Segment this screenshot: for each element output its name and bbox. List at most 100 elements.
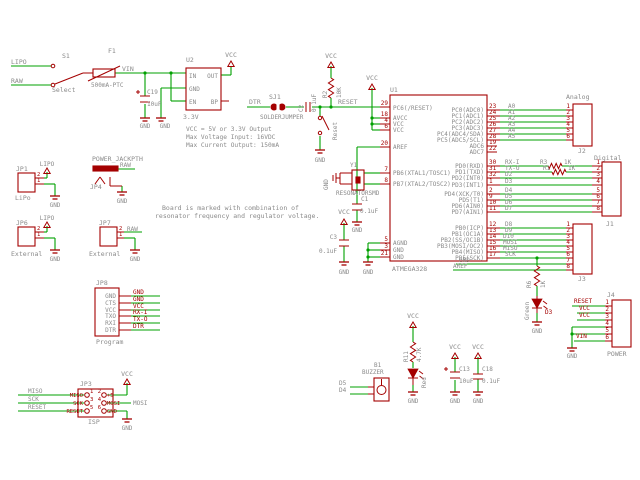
label-en: EN <box>189 99 197 106</box>
label-gnd: GND <box>50 202 61 209</box>
label-lipo: LIPO <box>40 161 55 168</box>
label-8: 8 <box>596 205 600 212</box>
led-arrow-icon <box>419 375 424 380</box>
junction-dot <box>318 105 322 109</box>
label-22: 22 <box>489 145 497 152</box>
label-sj1: SJ1 <box>269 93 281 101</box>
label-jp7: JP7 <box>99 219 111 227</box>
label-gnd: GND <box>50 256 61 263</box>
label-0.1uf: 0.1uF <box>319 248 337 255</box>
label-6: 6 <box>566 251 570 258</box>
label-pc6-reset-: PC6(/RESET) <box>393 105 433 112</box>
u2-regulator-body <box>185 67 222 111</box>
label-d8: D8 <box>505 221 513 228</box>
label-14: 14 <box>489 233 497 240</box>
label-pc0-adc0-: PC0(ADC0) <box>451 107 484 114</box>
sj1-gap <box>276 102 280 112</box>
u1-atmega328-body <box>389 94 488 262</box>
label-external: External <box>11 250 42 258</box>
label-select: Select <box>52 86 76 94</box>
label-raw: RAW <box>11 77 23 85</box>
label-3: 3 <box>566 115 570 122</box>
label-jp8: JP8 <box>96 279 108 287</box>
label-gnd: GND <box>393 247 404 254</box>
label-d2: D2 <box>505 171 513 178</box>
label-isp: ISP <box>88 418 100 426</box>
label-power: POWER <box>607 350 627 358</box>
label-sck: SCK <box>73 401 84 407</box>
isp-pin <box>101 400 107 406</box>
label-gnd: GND <box>130 256 141 263</box>
label-7: 7 <box>596 199 600 206</box>
resistor-zigzag <box>551 168 567 176</box>
label-raw: RAW <box>120 162 131 169</box>
label-d9: D9 <box>505 227 513 234</box>
label-rx-i: RX-I <box>505 159 520 166</box>
label-gnd: GND <box>363 269 374 276</box>
label-0.1uf: 0.1uF <box>360 208 378 215</box>
label-lipo: LIPO <box>40 215 55 222</box>
label-10k: 10K <box>336 87 343 98</box>
f1-body <box>92 68 116 78</box>
label-dtr: DTR <box>249 98 261 106</box>
label-2: 2 <box>489 187 493 194</box>
label-digital: Digital <box>594 154 621 162</box>
label-aref: AREF <box>453 263 468 270</box>
label-avcc: AVCC <box>393 115 408 122</box>
label-5: 5 <box>566 245 570 252</box>
isp-pin <box>84 400 90 406</box>
label-rx-i: RX-I <box>133 309 148 316</box>
label-pd5-t1-: PD5(T1) <box>459 197 484 204</box>
part-stroke <box>99 176 106 185</box>
label-tx-o: TX-O <box>133 316 148 323</box>
label-10uf: 10uF <box>459 378 474 385</box>
j2-analog-header <box>572 103 593 147</box>
label-a5: A5 <box>508 133 516 140</box>
label-u1: U1 <box>390 86 398 94</box>
label-gnd: GND <box>107 409 117 415</box>
label-pb7-xtal2-tosc2-: PB7(XTAL2/TOSC2) <box>393 181 451 188</box>
resistor-zigzag <box>533 265 541 287</box>
label-gnd: GND <box>352 227 363 234</box>
label-vcc: VCC <box>393 127 404 134</box>
vcc-arrow-icon <box>367 83 377 90</box>
label-j1: J1 <box>606 220 614 228</box>
label-3: 3 <box>90 397 93 403</box>
label-c1: C1 <box>361 196 369 203</box>
label-atmega328: ATMEGA328 <box>392 265 427 273</box>
label-5: 5 <box>605 327 609 334</box>
label-a4: A4 <box>508 127 516 134</box>
label-1: 1 <box>37 178 40 184</box>
label-2: 2 <box>596 165 600 172</box>
label-2: 2 <box>119 226 122 232</box>
label-j3: J3 <box>578 275 586 283</box>
label-gnd: GND <box>408 398 419 405</box>
label-r3: R3 <box>540 159 548 166</box>
label-gnd: GND <box>567 353 578 360</box>
label-external: External <box>89 250 120 258</box>
label-r6: R6 <box>526 280 533 288</box>
label-pc3-adc3-: PC3(ADC3) <box>451 125 484 132</box>
label-vcc: VCC <box>579 312 590 319</box>
j1-digital-header <box>601 161 622 217</box>
label-28: 28 <box>489 133 497 140</box>
label-tx-o: TX-O <box>505 165 520 172</box>
label-10: 10 <box>489 199 497 206</box>
label-3: 3 <box>566 233 570 240</box>
label-resonatorsmd: RESONATORSMD <box>336 190 380 197</box>
label-pb4-miso-: PB4(MISO) <box>451 249 484 256</box>
label-5: 5 <box>566 127 570 134</box>
label-pd1-txd-: PD1(TXD) <box>455 169 484 176</box>
vcc-arrow-icon <box>408 321 418 328</box>
label-1: 1 <box>90 389 93 395</box>
jp1-lipo-header <box>17 172 36 193</box>
vcc-arrow-icon <box>122 378 132 385</box>
label-2: 2 <box>37 172 40 178</box>
label-1: 1 <box>566 221 570 228</box>
label-rxi: RXI <box>105 320 116 327</box>
label-3.3v: 3.3V <box>183 113 199 121</box>
label-vin: VIN <box>122 65 134 73</box>
label-gnd: GND <box>315 157 326 164</box>
label-pc1-adc1-: PC1(ADC1) <box>451 113 484 120</box>
